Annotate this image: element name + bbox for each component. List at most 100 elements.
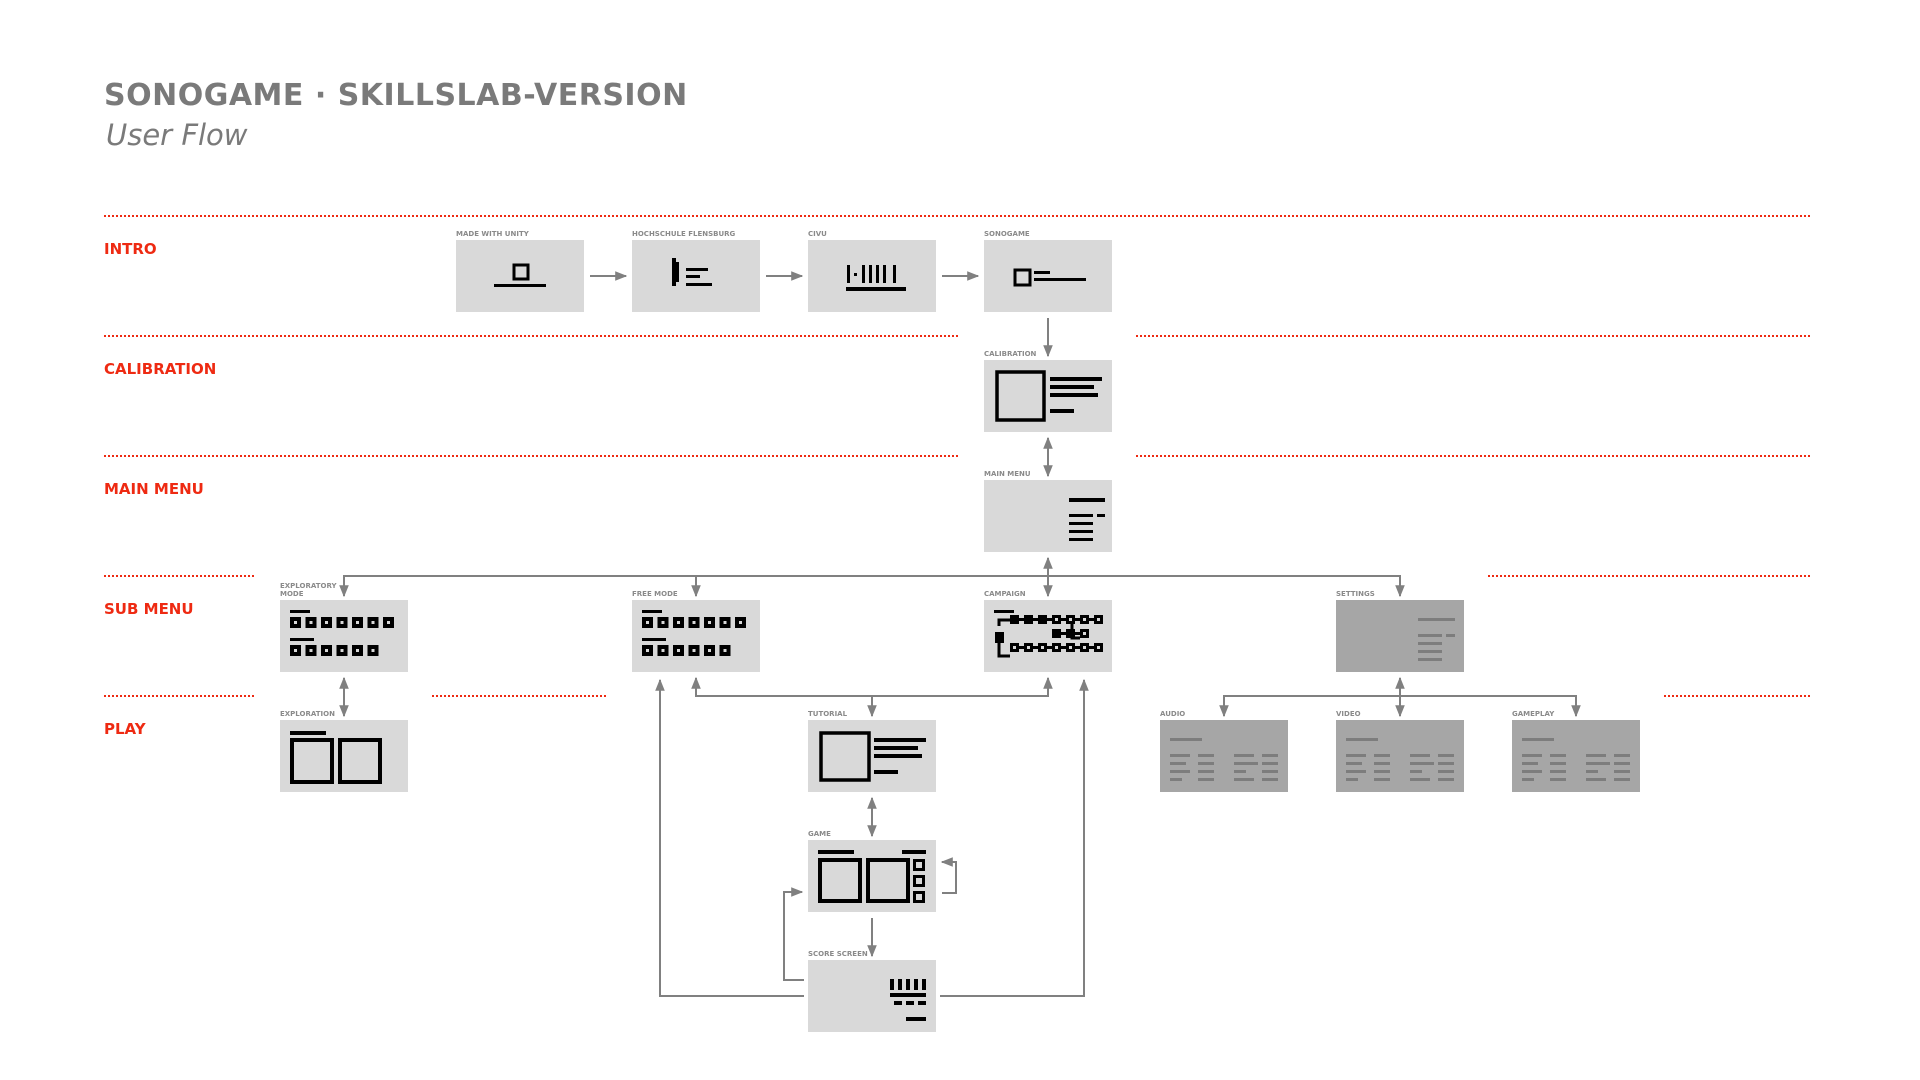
game-view-icon — [818, 850, 926, 903]
menu-list-icon — [1418, 618, 1455, 661]
settings-row-bar — [1374, 762, 1390, 765]
settings-row-bar — [1234, 762, 1258, 765]
settings-row-bar — [1170, 754, 1190, 757]
settings-row-bar — [1346, 754, 1366, 757]
screen-gameplay[interactable] — [1512, 720, 1640, 792]
settings-row-bar — [1262, 762, 1278, 765]
settings-row-bar — [1262, 754, 1278, 757]
grid-heading — [642, 610, 662, 613]
settings-row-bar — [1410, 770, 1422, 773]
connector-score-to-campaign — [940, 678, 1089, 997]
settings-row-bar — [1522, 754, 1542, 757]
screen-label-main-menu: MAIN MENU — [984, 470, 1031, 478]
screen-audio[interactable] — [1160, 720, 1288, 792]
screen-settings[interactable] — [1336, 600, 1464, 672]
screen-label-tutorial: TUTORIAL — [808, 710, 848, 718]
screen-label-sonogame: SONOGAME — [984, 230, 1030, 238]
screen-label-score-screen: SCORE SCREEN — [808, 950, 868, 958]
row-label-play: PLAY — [104, 720, 146, 738]
grid-heading — [642, 638, 666, 641]
connector-tutorial-bus — [695, 694, 1049, 697]
settings-row-bar — [1374, 754, 1390, 757]
settings-row-bar — [1614, 778, 1630, 781]
settings-row-bar — [1410, 754, 1430, 757]
screen-label-gameplay: GAMEPLAY — [1512, 710, 1555, 718]
screen-label-calibration: CALIBRATION — [984, 350, 1037, 358]
settings-row-bar — [1346, 762, 1362, 765]
connector-submenu-bus — [343, 575, 1401, 596]
settings-row-bar — [1346, 770, 1366, 773]
settings-row-bar — [1234, 778, 1254, 781]
campaign-node — [1024, 615, 1033, 624]
screen-exploratory-mode[interactable] — [280, 600, 408, 672]
screen-label-campaign: CAMPAIGN — [984, 590, 1026, 598]
settings-row-bar — [1586, 754, 1606, 757]
screen-label-audio: AUDIO — [1160, 710, 1186, 718]
connector-score-to-free-mode — [655, 678, 804, 997]
settings-row-bar — [1198, 762, 1214, 765]
dual-view-icon — [290, 731, 382, 784]
row-label-calibration: CALIBRATION — [104, 360, 217, 378]
settings-row-bar — [1522, 762, 1538, 765]
screen-free-mode[interactable] — [632, 600, 760, 672]
row-label-sub-menu: SUB MENU — [104, 600, 194, 618]
screen-hochschule-flensburg[interactable] — [632, 240, 760, 312]
settings-row-bar — [1410, 762, 1434, 765]
screen-label-game: GAME — [808, 830, 831, 838]
score-icon — [890, 979, 926, 1021]
campaign-node — [1052, 629, 1061, 638]
settings-row-bar — [1438, 754, 1454, 757]
settings-row-bar — [1374, 778, 1390, 781]
settings-row-bar — [1438, 762, 1454, 765]
settings-table-icon — [1170, 738, 1278, 781]
settings-row-bar — [1438, 770, 1454, 773]
image-text-icon — [995, 370, 1102, 422]
screen-game[interactable] — [808, 840, 936, 912]
row-label-main-menu: MAIN MENU — [104, 480, 204, 498]
screen-made-with-unity[interactable] — [456, 240, 584, 312]
screen-main-menu[interactable] — [984, 480, 1112, 552]
settings-row-bar — [1170, 778, 1182, 781]
screen-exploration[interactable] — [280, 720, 408, 792]
screen-label-exploration: EXPLORATION — [280, 710, 335, 718]
screen-tutorial[interactable] — [808, 720, 936, 792]
screen-calibration[interactable] — [984, 360, 1112, 432]
unity-logo-icon — [494, 263, 546, 287]
settings-row-bar — [1346, 778, 1358, 781]
connector-game-loop — [940, 857, 957, 894]
settings-row-bar — [1550, 762, 1566, 765]
settings-row-bar — [1522, 770, 1542, 773]
level-grid-icon — [290, 610, 394, 656]
settings-row-bar — [1410, 778, 1430, 781]
settings-row-bar — [1198, 778, 1214, 781]
settings-row-bar — [1614, 770, 1630, 773]
screen-label-made-with-unity: MADE WITH UNITY — [456, 230, 529, 238]
settings-row-bar — [1550, 754, 1566, 757]
sonogame-logo-icon — [1013, 268, 1086, 287]
settings-row-bar — [1198, 770, 1214, 773]
settings-row-bar — [1234, 754, 1254, 757]
screen-sonogame[interactable] — [984, 240, 1112, 312]
settings-row-bar — [1614, 762, 1630, 765]
screen-score-screen[interactable] — [808, 960, 936, 1032]
campaign-node — [1038, 615, 1047, 624]
screen-label-video: VIDEO — [1336, 710, 1361, 718]
screen-label-hochschule-flensburg: HOCHSCHULE FLENSBURG — [632, 230, 736, 238]
campaign-node — [1010, 615, 1019, 624]
settings-row-bar — [1550, 770, 1566, 773]
campaign-path-icon — [994, 610, 1103, 658]
screen-label-civu: CIVU — [808, 230, 827, 238]
level-grid-icon — [642, 610, 746, 656]
settings-row-bar — [1586, 778, 1606, 781]
settings-row-bar — [1586, 762, 1610, 765]
grid-heading — [290, 638, 314, 641]
screen-campaign[interactable] — [984, 600, 1112, 672]
settings-row-bar — [1198, 754, 1214, 757]
screen-video[interactable] — [1336, 720, 1464, 792]
settings-row-bar — [1550, 778, 1566, 781]
settings-row-bar — [1262, 770, 1278, 773]
screen-civu[interactable] — [808, 240, 936, 312]
campaign-node — [1066, 629, 1075, 638]
civu-logo-icon — [846, 265, 906, 291]
